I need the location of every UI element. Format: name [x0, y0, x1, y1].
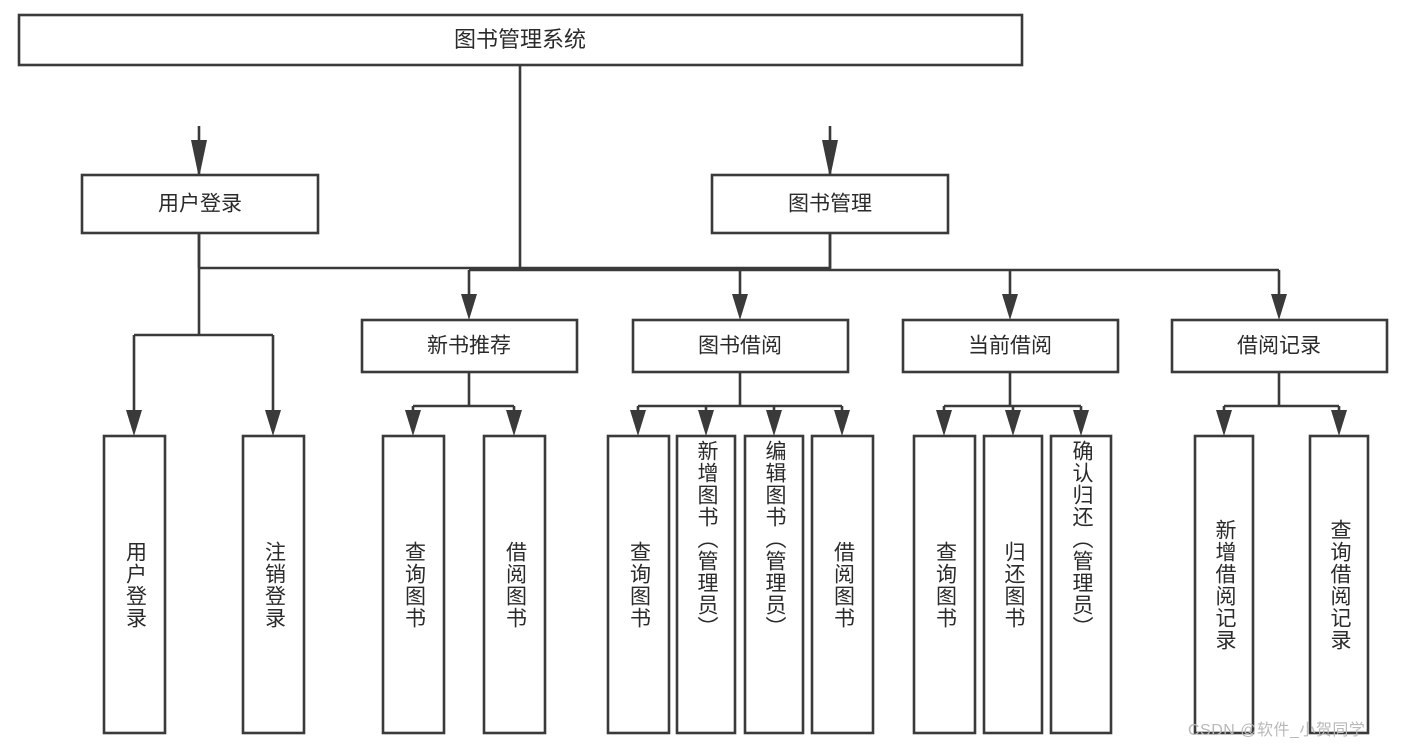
connector-group-book-borrow [630, 372, 850, 436]
connector-group-borrow-record [1216, 372, 1347, 436]
connector-group-current-borrow [936, 372, 1089, 436]
arrow-head-book-borrow-3 [766, 410, 782, 436]
arrow-head-book-borrow-2 [698, 410, 714, 436]
node-new-book-rec-label: 新书推荐 [427, 335, 511, 358]
arrow-head-user-login-2 [265, 410, 281, 436]
connector-group-new-book-rec [405, 372, 522, 436]
node-current-borrow-box[interactable] [901, 318, 1120, 374]
node-book-manage-box[interactable] [710, 173, 950, 235]
node-borrow-record-box[interactable] [1170, 318, 1389, 374]
node-current-borrow-label: 当前借阅 [968, 335, 1052, 358]
arrow-head-book-manage-4 [1271, 294, 1287, 320]
node-leaf-query-book-2-box[interactable] [606, 434, 671, 735]
connector-group-user-login [126, 233, 281, 436]
node-book-borrow-label: 图书借阅 [698, 335, 782, 358]
node-leaf-borrow-book-1-box[interactable] [482, 434, 547, 735]
node-leaf-add-book-box[interactable] [675, 434, 737, 735]
node-book-borrow-box[interactable] [631, 318, 850, 374]
arrow-head-book-manage-2 [732, 294, 748, 320]
arrow-head-book-borrow-1 [630, 410, 646, 436]
node-book-manage-label: 图书管理 [788, 193, 872, 216]
node-leaf-query-record-box[interactable] [1308, 434, 1370, 735]
arrow-head-borrow-record-2 [1331, 410, 1347, 436]
watermark-text: CSDN @软件_小贺同学 [1188, 722, 1366, 739]
node-leaf-query-book-1-box[interactable] [381, 434, 446, 735]
node-leaf-query-book-3-box[interactable] [912, 434, 977, 735]
node-leaf-confirm-return-box[interactable] [1049, 434, 1113, 735]
node-leaf-user-login-box[interactable] [102, 434, 167, 735]
arrow-head-root-2 [822, 140, 838, 178]
node-new-book-rec-box[interactable] [360, 318, 579, 374]
node-leaf-borrow-book-2-box[interactable] [810, 434, 875, 735]
arrow-head-new-book-rec-1 [405, 410, 421, 436]
connector-group-root [197, 66, 832, 270]
arrow-head-book-manage-3 [1002, 294, 1018, 320]
node-root-label: 图书管理系统 [454, 27, 586, 52]
connector-group-book-manage [461, 233, 1287, 320]
arrow-head-user-login-1 [126, 410, 142, 436]
node-user-login-label: 用户登录 [158, 193, 242, 216]
node-user-login-box[interactable] [80, 173, 320, 235]
arrow-head-current-borrow-2 [1005, 410, 1021, 436]
arrow-head-current-borrow-3 [1073, 410, 1089, 436]
node-leaf-return-book-box[interactable] [982, 434, 1044, 735]
node-leaf-edit-book-box[interactable] [743, 434, 805, 735]
arrow-head-new-book-rec-2 [506, 410, 522, 436]
node-borrow-record-label: 借阅记录 [1237, 335, 1321, 358]
arrow-head-current-borrow-1 [936, 410, 952, 436]
arrow-head-book-manage-1 [461, 294, 477, 320]
node-root-box[interactable] [17, 13, 1024, 67]
arrow-head-root-1 [191, 140, 207, 178]
node-leaf-add-record-box[interactable] [1193, 434, 1255, 735]
node-leaf-logout-box[interactable] [241, 434, 306, 735]
arrow-head-book-borrow-4 [834, 410, 850, 436]
arrow-head-borrow-record-1 [1216, 410, 1232, 436]
arrow-group-root [191, 140, 838, 178]
